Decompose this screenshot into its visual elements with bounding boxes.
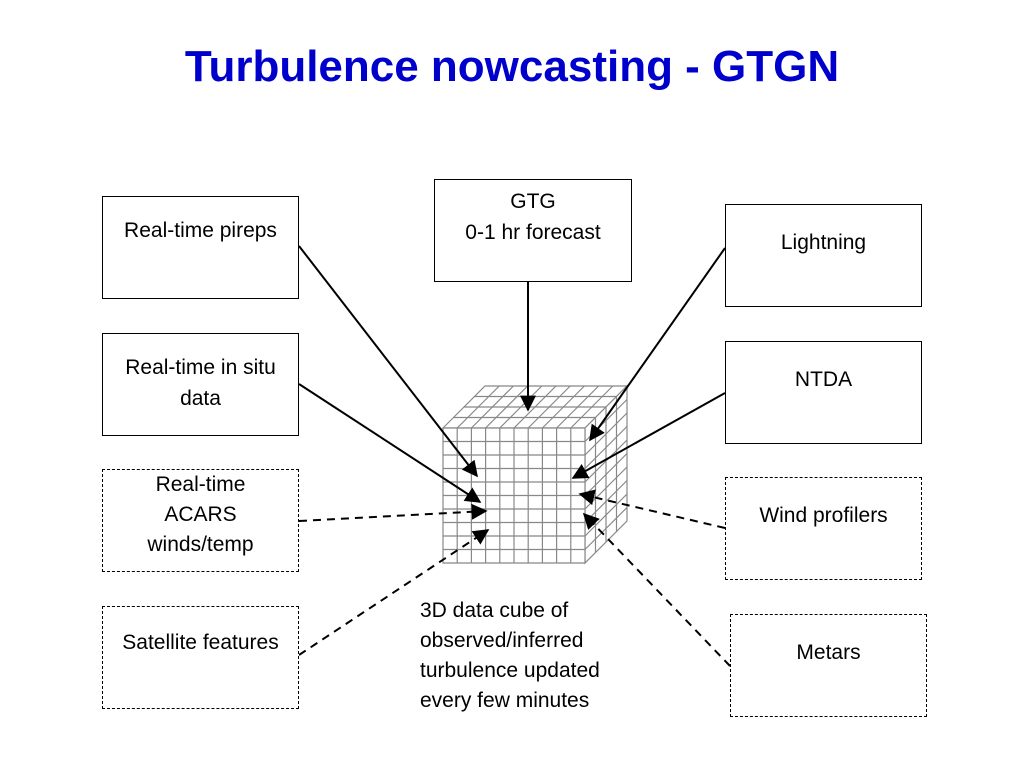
arrow-metars: [582, 512, 731, 667]
arrow-pireps: [298, 245, 478, 478]
connector-arrows: [298, 245, 731, 667]
arrow-acars: [298, 503, 488, 522]
lightning-box: Lightning: [725, 204, 922, 307]
insitu-box: Real-time in situ data: [102, 333, 299, 436]
pireps-box: Real-time pireps: [102, 196, 299, 299]
page-title: Turbulence nowcasting - GTGN: [184, 42, 840, 91]
wind-profilers-box: Wind profilers: [725, 477, 922, 580]
arrow-lightning: [589, 247, 726, 442]
satellite-box: Satellite features: [102, 606, 299, 709]
arrow-satellite: [298, 529, 490, 656]
arrow-insitu: [298, 383, 482, 503]
ntda-box: NTDA: [725, 341, 922, 444]
data-cube: [441, 384, 629, 565]
metars-box: Metars: [730, 614, 927, 717]
gtg-box: GTG 0-1 hr forecast: [434, 179, 632, 282]
arrow-ntda: [571, 392, 726, 479]
arrow-wind-profilers: [578, 489, 726, 529]
acars-box: Real-time ACARS winds/temp: [102, 469, 299, 572]
cube-caption: 3D data cube of observed/inferred turbul…: [420, 599, 600, 712]
